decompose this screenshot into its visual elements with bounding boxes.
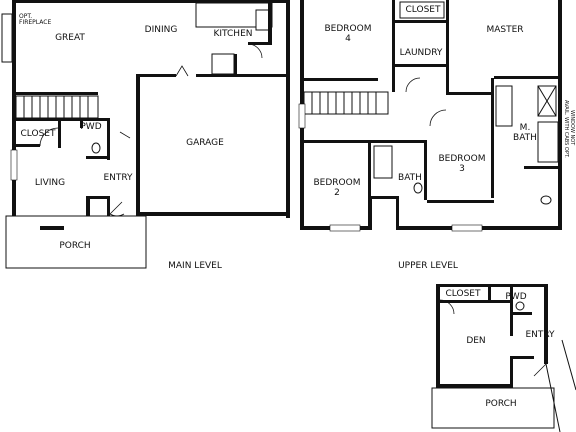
opt-fireplace-label-line1: OPT. — [19, 13, 33, 20]
window-note-line2: AVAIL. WITH CABS OPT. — [563, 100, 569, 158]
upper-level-plan — [298, 0, 562, 232]
kitchen-label: KITCHEN — [213, 29, 253, 39]
bedroom3-label-line1: BEDROOM — [438, 154, 486, 164]
upper-closet-label: CLOSET — [405, 5, 441, 15]
master-bath-label-line2: BATH — [513, 133, 537, 143]
main-pwd-label: PWD — [80, 122, 102, 132]
den-entry-label: ENTRY — [525, 330, 555, 340]
bedroom3-label-line2: 3 — [459, 164, 465, 174]
master-bath-label-line1: M. — [519, 123, 531, 133]
den-closet-label: CLOSET — [445, 289, 481, 299]
main-entry-label: ENTRY — [103, 173, 133, 183]
great-room-label: GREAT — [55, 33, 85, 43]
garage-label: GARAGE — [186, 138, 224, 148]
upper-level-caption: UPPER LEVEL — [398, 261, 458, 271]
bedroom4-label-line2: 4 — [345, 34, 351, 44]
den-label: DEN — [466, 336, 486, 346]
dining-room-label: DINING — [144, 25, 178, 35]
bedroom2-label-line1: BEDROOM — [313, 178, 361, 188]
main-level-caption: MAIN LEVEL — [168, 261, 222, 271]
laundry-label: LAUNDRY — [399, 48, 443, 58]
window-note-line1: WINDOW NOT — [569, 110, 575, 146]
main-level-plan — [1, 0, 290, 269]
master-bedroom-label: MASTER — [486, 25, 524, 35]
main-closet-label: CLOSET — [20, 129, 56, 139]
alternate-main-level-plan — [431, 284, 576, 432]
upper-bath-label: BATH — [398, 173, 422, 183]
main-porch-label: PORCH — [59, 241, 91, 251]
bedroom2-label-line2: 2 — [334, 188, 340, 198]
opt-fireplace-label-line2: FIREPLACE — [19, 19, 52, 26]
bedroom4-label-line1: BEDROOM — [324, 24, 372, 34]
den-pwd-label: PWD — [505, 292, 527, 302]
den-porch-label: PORCH — [485, 399, 517, 409]
living-room-label: LIVING — [34, 178, 66, 188]
